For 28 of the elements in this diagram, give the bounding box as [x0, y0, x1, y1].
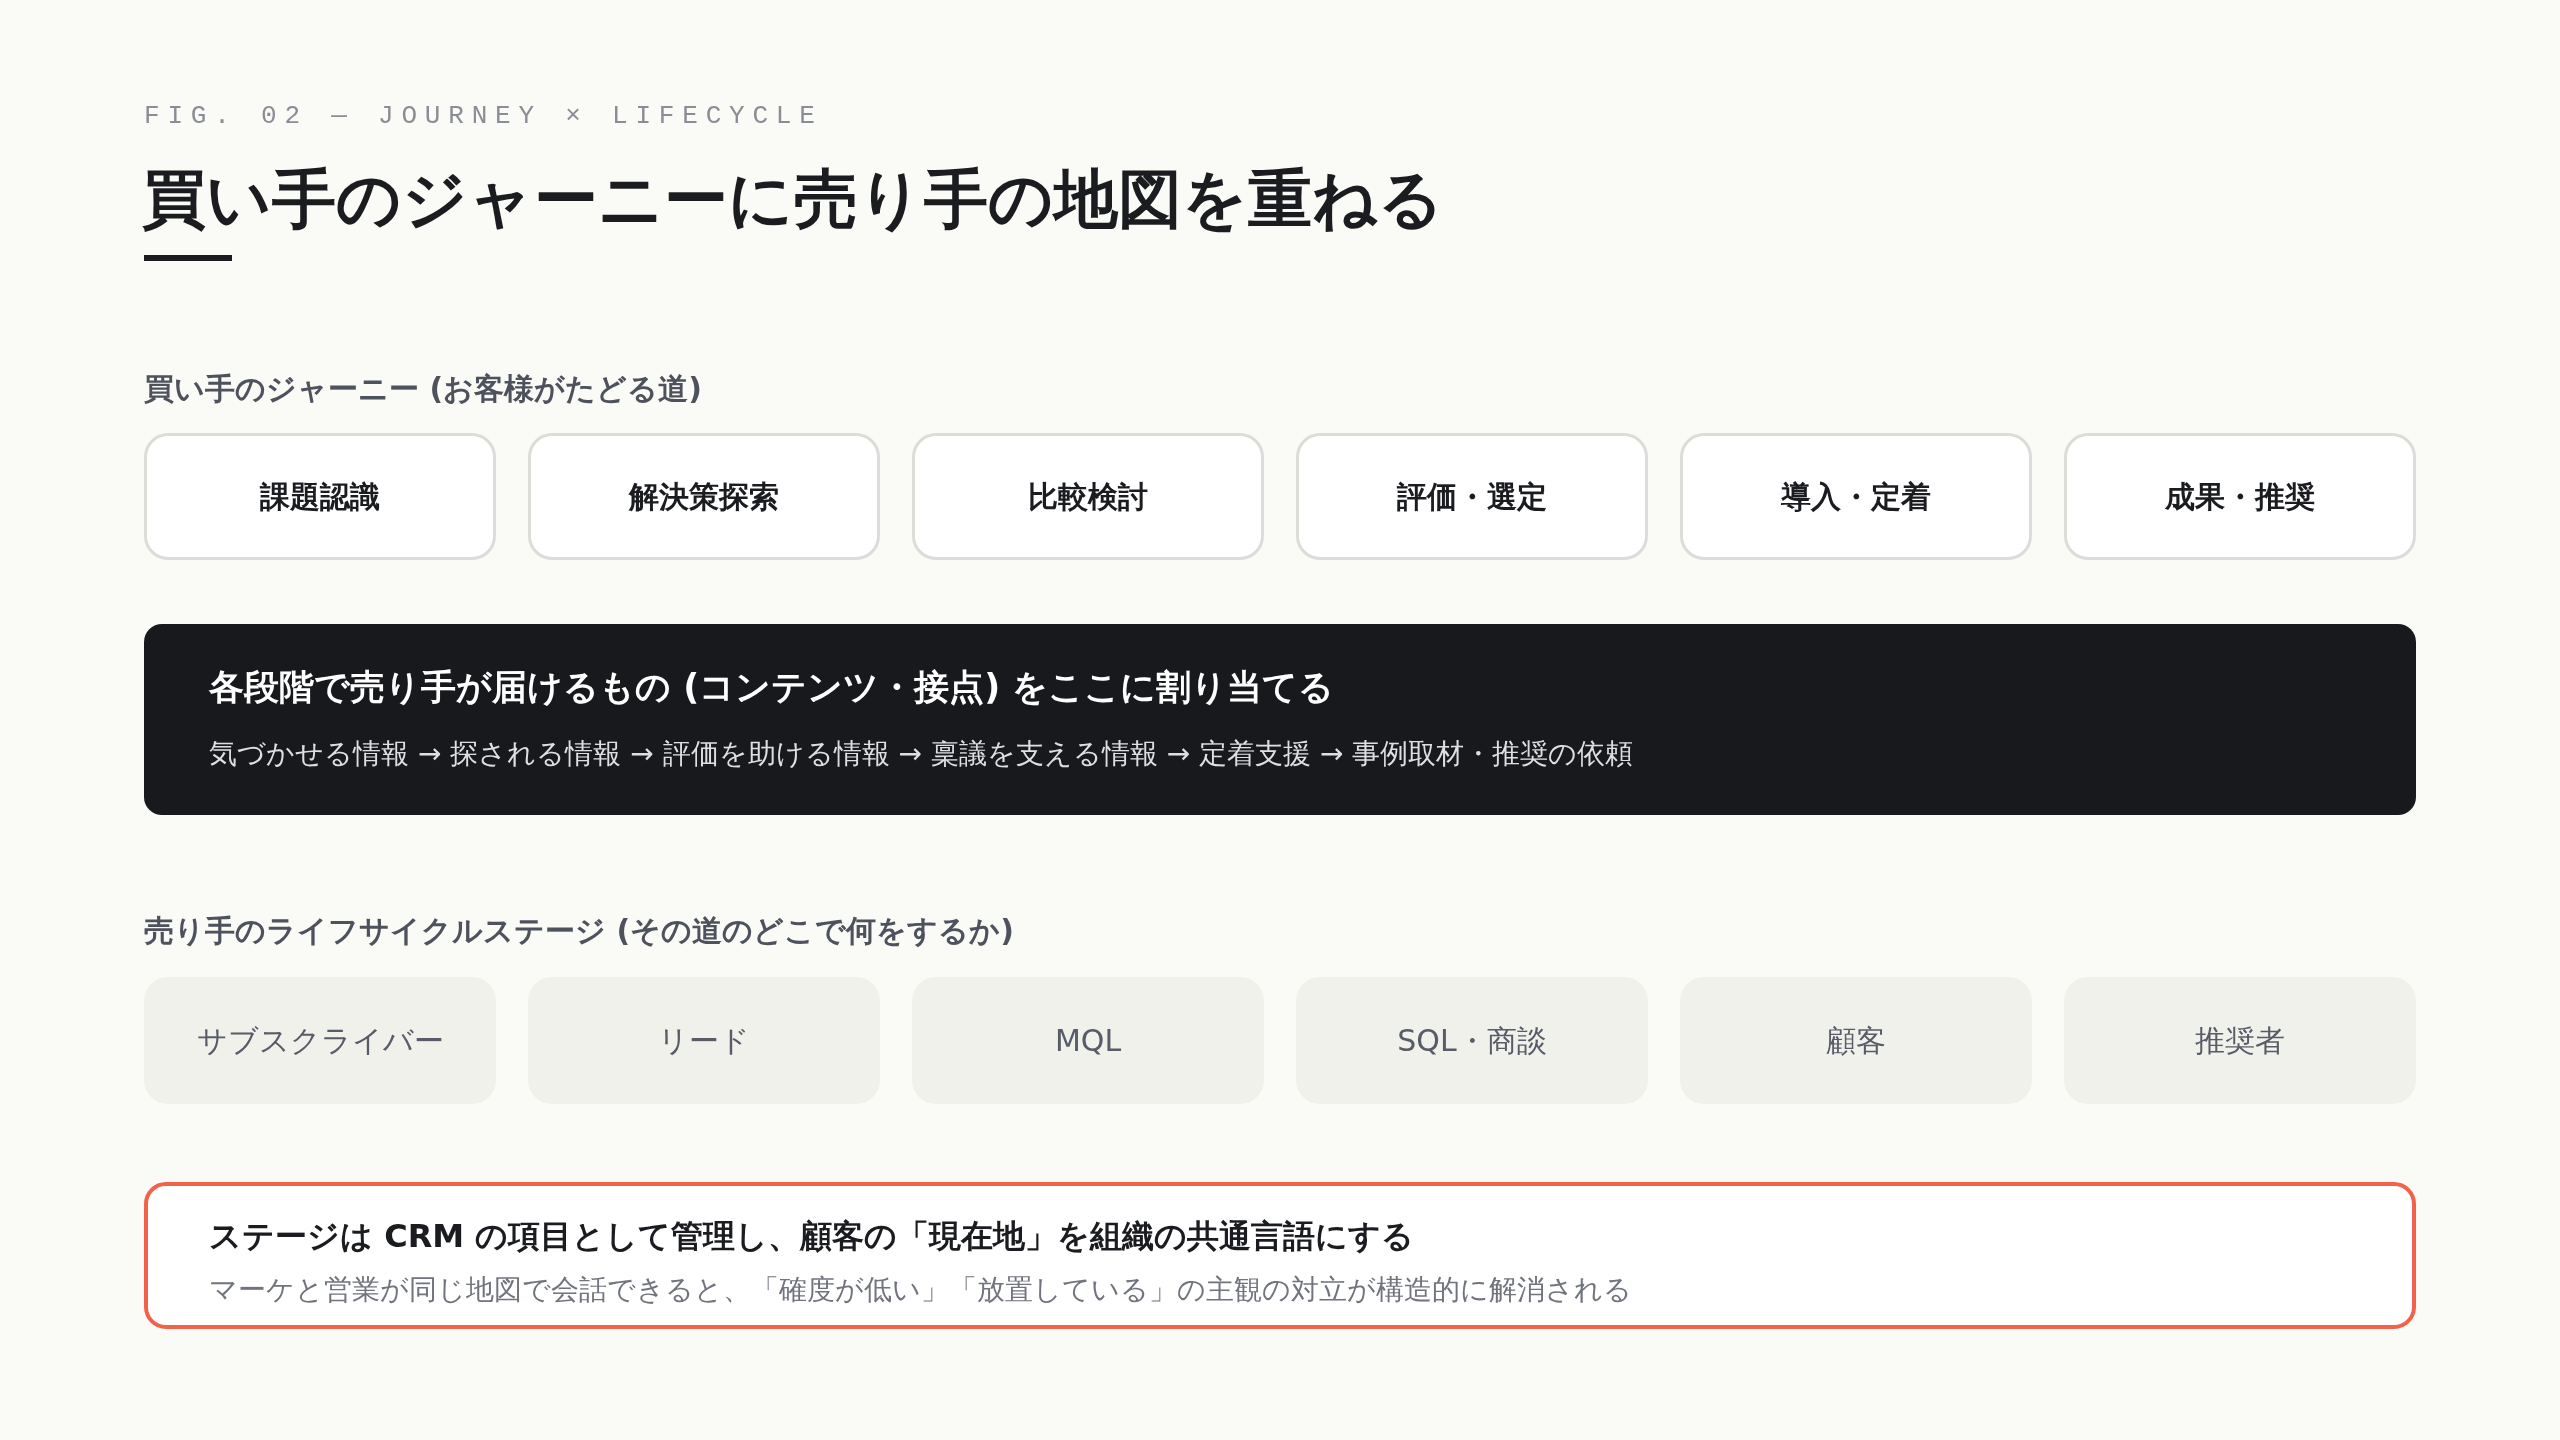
stage-name: 推奨者: [2195, 1021, 2285, 1060]
content-banner: [144, 624, 2416, 815]
stage-name: リード: [658, 1021, 750, 1060]
journey-stage-card: [912, 433, 1264, 560]
section-heading: 買い手のジャーニー (お客様がたどる道): [144, 371, 702, 407]
banner-heading: 各段階で売り手が届けるもの (コンテンツ・接点) をここに割り当てる: [209, 666, 1335, 709]
stage-name: MQL: [1054, 1021, 1122, 1060]
journey-stage-card: [1296, 433, 1648, 560]
journey-stage-card: [144, 433, 496, 560]
stage-name: サブスクライバー: [196, 1021, 444, 1060]
journey-stage-card: [2064, 433, 2416, 560]
section-heading: 売り手のライフサイクルステージ (その道のどこで何をするか): [144, 913, 1014, 949]
figure-number: FIG. 02 — JOURNEY × LIFECYCLE: [144, 101, 823, 132]
banner-text: 気づかせる情報 → 探される情報 → 評価を助ける情報 → 稟議を支える情報 → 定着支援 → 事例取材・推奨の依頼: [209, 736, 1634, 772]
page-title: 買い手のジャーニーに売り手の地図を重ねる: [142, 161, 1444, 238]
stage-name: SQL・商談: [1397, 1021, 1547, 1060]
journey-stage-card: [528, 433, 880, 560]
stage-name: 成果・推奨: [2165, 477, 2315, 516]
stage-name: 解決策探索: [629, 477, 779, 516]
stage-name: 課題認識: [260, 477, 380, 516]
journey-stage-card: [1680, 433, 2032, 560]
note-callout: [144, 1182, 2416, 1329]
stage-name: 導入・定着: [1781, 477, 1931, 516]
stage-name: 評価・選定: [1397, 477, 1547, 516]
stage-name: 顧客: [1826, 1021, 1886, 1060]
callout-text: マーケと営業が同じ地図で会話できると、「確度が低い」「放置している」の主観の対立が構造的に解消される: [209, 1272, 1632, 1308]
stage-name: 比較検討: [1028, 477, 1148, 516]
callout-heading: ステージは CRM の項目として管理し、顧客の「現在地」を組織の共通言語にする: [209, 1217, 1415, 1255]
